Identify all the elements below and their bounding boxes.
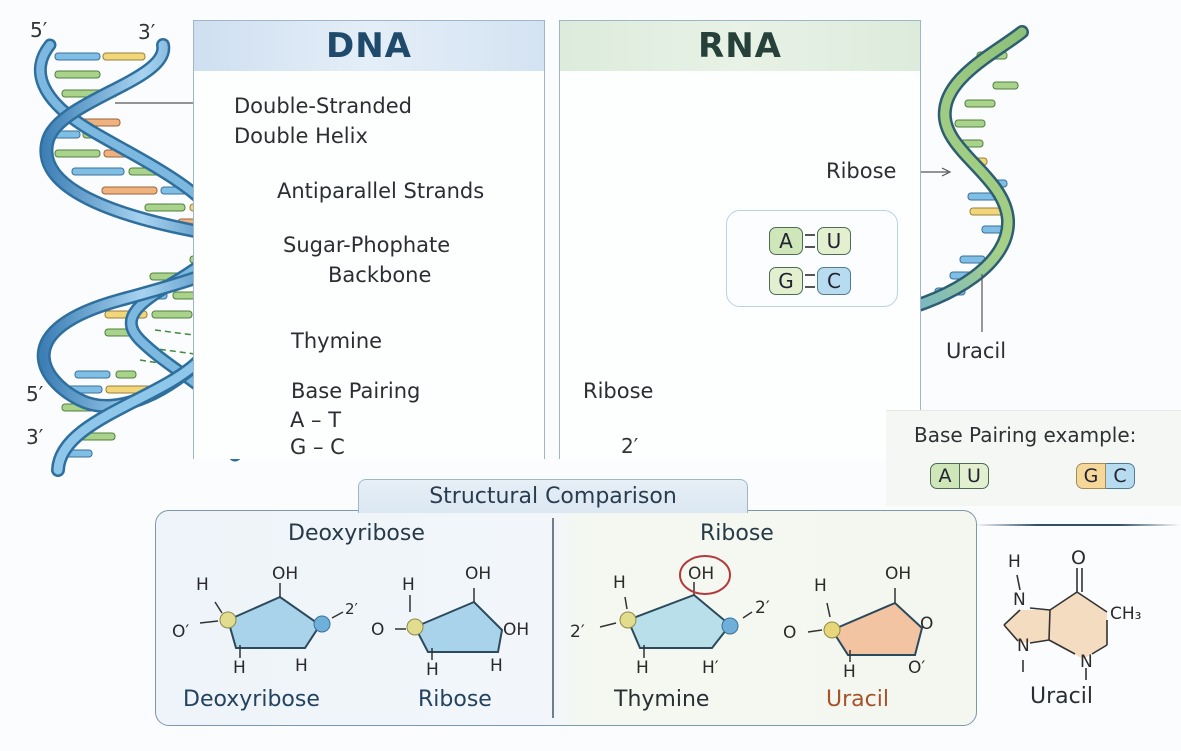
highlight-circle: [679, 555, 731, 595]
atom-label: O: [920, 614, 934, 634]
structural-comparison-title: Structural Comparison: [358, 479, 748, 513]
atom-label: H: [295, 656, 308, 676]
hydrogen-bond-icon: [805, 234, 815, 248]
atom-label: O: [783, 623, 797, 643]
heading-deoxyribose: Deoxyribose: [288, 521, 425, 546]
pair-gc: G C: [769, 267, 851, 295]
atom-label: H: [402, 575, 415, 595]
label-backbone: Backbone: [328, 263, 432, 287]
pair-au: A U: [769, 227, 851, 255]
label-thymine: Thymine: [291, 329, 383, 353]
label-base-pairing: Base Pairing: [291, 379, 421, 403]
label-double-stranded: Double-Stranded: [234, 94, 412, 118]
base-u: U: [817, 227, 851, 255]
hydrogen-bond-icon: [805, 274, 815, 288]
label-antiparallel-strands: Antiparallel Strands: [277, 179, 485, 203]
dna-end-3-top: 3′: [138, 20, 156, 44]
base-c: C: [817, 267, 851, 295]
atom-label: H: [814, 576, 827, 596]
atom-label: O′: [908, 658, 926, 678]
atom-label: CH₃: [1110, 604, 1142, 624]
base-g: G: [769, 267, 803, 295]
label-uracil: Uracil: [946, 339, 1007, 363]
example-pair-au: A U: [930, 463, 989, 489]
caption-deoxyribose: Deoxyribose: [183, 687, 320, 712]
example-pair-gc: G C: [1076, 463, 1135, 489]
atom-label: O′: [172, 622, 190, 642]
atom-label: H: [636, 658, 649, 678]
atom-label: H: [613, 573, 626, 593]
rna-end-2prime: 2′: [621, 434, 639, 458]
base-c: C: [1106, 463, 1135, 489]
uracil-structure: [1003, 568, 1108, 680]
base-u: U: [960, 463, 989, 489]
atom-label: H: [1008, 552, 1021, 572]
atom-label-highlighted: OH: [688, 564, 715, 584]
molecule-uracil: [807, 588, 924, 662]
atom-label: 2′: [345, 600, 358, 618]
molecule-deoxyribose: [199, 583, 344, 658]
atom-label: 2′: [755, 598, 770, 618]
divider: [975, 524, 1180, 526]
atom-label: H: [426, 660, 439, 680]
caption-uracil-structure: Uracil: [1030, 684, 1093, 709]
label-sugar-phosphate: Sugar-Phophate: [283, 233, 451, 257]
atom-label: O: [1071, 547, 1086, 569]
atom-label: N: [1013, 590, 1026, 610]
atom-label: O: [371, 620, 385, 640]
atom-label: 2′: [570, 622, 585, 642]
atom-label: N: [1080, 652, 1093, 672]
base-a: A: [769, 227, 803, 255]
base-g: G: [1076, 463, 1106, 489]
caption-uracil: Uracil: [826, 687, 889, 712]
atom-label: H: [490, 656, 503, 676]
atom-label: H: [843, 662, 856, 682]
atom-label: OH: [272, 564, 299, 584]
dna-title: DNA: [194, 21, 544, 71]
caption-thymine: Thymine: [614, 687, 710, 712]
label-ribose-top: Ribose: [826, 159, 897, 183]
heading-ribose: Ribose: [700, 521, 774, 546]
dna-end-5-bottom: 5′: [26, 382, 44, 406]
comparison-divider: [552, 518, 554, 718]
atom-label: H: [196, 575, 209, 595]
atom-label: N: [1017, 636, 1030, 656]
base-pairing-example: Base Pairing example: A U G C: [886, 410, 1181, 506]
molecule-thymine: [599, 555, 753, 658]
caption-ribose: Ribose: [418, 687, 492, 712]
atom-label: OH: [465, 564, 492, 584]
molecule-ribose: [395, 588, 504, 660]
atom-label: H′: [702, 658, 719, 678]
rna-title: RNA: [560, 21, 920, 71]
dna-panel: DNA: [193, 20, 545, 459]
dna-end-5-top: 5′: [30, 18, 48, 42]
base-a: A: [930, 463, 960, 489]
label-double-helix: Double Helix: [234, 124, 368, 148]
atom-label: OH: [885, 564, 912, 584]
label-pair-at: A – T: [290, 408, 342, 432]
atom-label: OH: [503, 620, 530, 640]
rna-pairing-box: A U G C: [726, 210, 898, 307]
base-pairing-example-title: Base Pairing example:: [914, 423, 1137, 447]
atom-label: H: [233, 658, 246, 678]
label-ribose-bottom: Ribose: [583, 379, 654, 403]
label-pair-gc: G – C: [290, 435, 345, 459]
dna-end-3-bottom: 3′: [26, 425, 44, 449]
